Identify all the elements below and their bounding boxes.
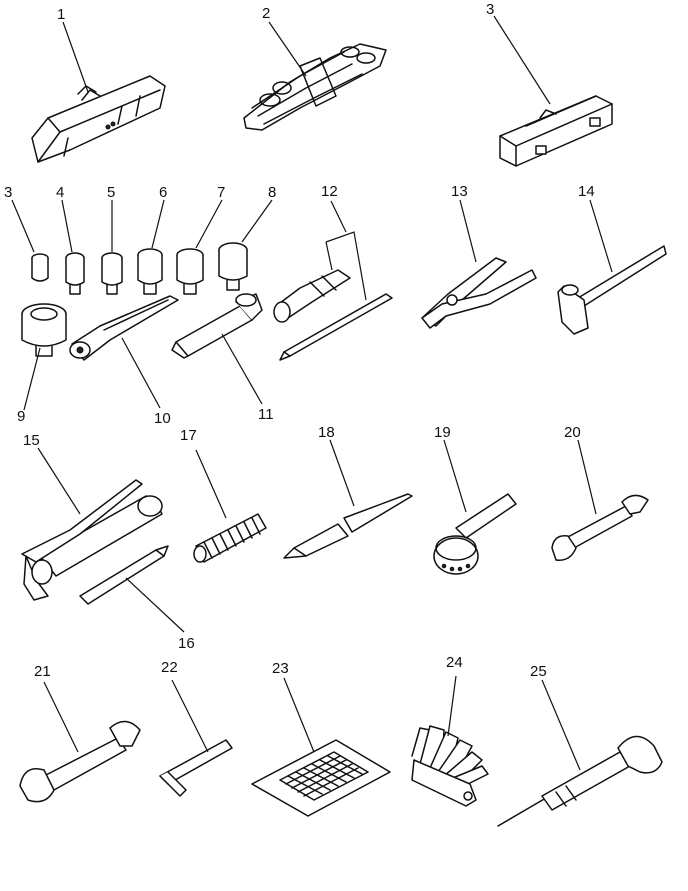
parts-list-drawing	[251, 739, 391, 817]
filter-wrench-drawing	[433, 493, 517, 575]
grease-gun-drawing	[21, 479, 163, 601]
label-16: 16	[178, 635, 195, 652]
label-24: 24	[446, 654, 463, 671]
label-3-box: 3	[486, 1, 494, 18]
label-15: 15	[23, 432, 40, 449]
pliers-drawing	[421, 257, 537, 329]
label-11: 11	[258, 406, 274, 423]
label-22: 22	[161, 659, 178, 676]
label-25: 25	[530, 663, 547, 680]
label-1: 1	[57, 6, 65, 23]
feeler-gauge-drawing	[411, 725, 489, 807]
wrench-set-drawing	[243, 43, 387, 131]
label-17: 17	[180, 427, 197, 444]
label-12: 12	[321, 183, 338, 200]
toolbox-drawing	[499, 95, 613, 167]
hammer-drawing	[557, 245, 667, 335]
label-21: 21	[34, 663, 51, 680]
toolbag-drawing	[31, 75, 166, 163]
hose-drawing	[193, 513, 267, 563]
label-3-socket: 3	[4, 184, 12, 201]
label-19: 19	[434, 424, 451, 441]
label-8: 8	[268, 184, 276, 201]
label-18: 18	[318, 424, 335, 441]
grease-nozzle-drawing	[79, 545, 169, 605]
label-6: 6	[159, 184, 167, 201]
label-2: 2	[262, 5, 270, 22]
scraper-drawing	[283, 493, 413, 559]
label-9: 9	[17, 408, 25, 425]
test-probe-drawing	[497, 735, 663, 827]
socket-large-drawing	[21, 303, 67, 357]
wrench-small-drawing	[551, 494, 649, 561]
screwdriver-set-drawing	[273, 269, 393, 361]
extension-bar-drawing	[171, 293, 263, 359]
label-23: 23	[272, 660, 289, 677]
label-5: 5	[107, 184, 115, 201]
label-4: 4	[56, 184, 64, 201]
hex-key-drawing	[159, 739, 233, 797]
wrench-large-drawing	[19, 720, 141, 803]
ratchet-handle-drawing	[69, 295, 179, 361]
socket-row-drawing	[31, 242, 248, 295]
label-14: 14	[578, 183, 595, 200]
label-20: 20	[564, 424, 581, 441]
label-7: 7	[217, 184, 225, 201]
label-10: 10	[154, 410, 171, 427]
label-13: 13	[451, 183, 468, 200]
